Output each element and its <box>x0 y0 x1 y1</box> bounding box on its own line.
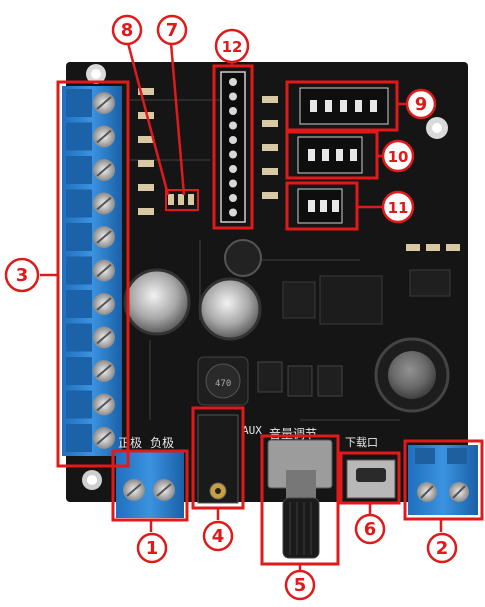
callout-3-label: 3 <box>16 265 29 286</box>
pin-header <box>220 71 246 223</box>
callout-7-label: 7 <box>166 20 179 41</box>
callout-6-label: 6 <box>364 519 377 540</box>
terminal-1 <box>116 452 184 518</box>
audio-jack <box>197 414 239 504</box>
silk-volume: 音量调节 <box>269 426 317 441</box>
callout-9: 9 <box>405 88 437 120</box>
usb-port <box>346 459 396 499</box>
pcb-board <box>66 62 468 502</box>
callout-5: 5 <box>284 569 316 601</box>
callout-4-label: 4 <box>212 526 225 547</box>
callout-1-label: 1 <box>146 538 159 559</box>
callout-7: 7 <box>156 14 188 46</box>
callout-2: 2 <box>426 532 458 564</box>
left-terminal-block <box>62 86 122 456</box>
callout-12-label: 12 <box>222 38 243 56</box>
silk-inductor-value: 470 <box>215 379 231 389</box>
capacitors <box>123 239 450 413</box>
callout-4: 4 <box>202 520 234 552</box>
callout-8-label: 8 <box>121 20 134 41</box>
callout-10-label: 10 <box>388 148 409 166</box>
callout-10: 10 <box>381 139 415 173</box>
callout-3: 3 <box>4 257 40 293</box>
inductor <box>197 356 249 406</box>
silk-negative: 负极 <box>150 436 174 450</box>
callout-5-label: 5 <box>294 575 307 596</box>
callout-2-label: 2 <box>436 538 449 559</box>
callout-11-label: 11 <box>388 199 409 217</box>
connectors <box>297 87 389 224</box>
callout-8: 8 <box>111 14 143 46</box>
callout-6: 6 <box>354 513 386 545</box>
callout-1: 1 <box>136 532 168 564</box>
callout-11: 11 <box>381 190 415 224</box>
silk-download-port: 下载口 <box>345 436 378 449</box>
callout-leaders <box>40 42 443 572</box>
silk-aux: AUX <box>242 424 262 437</box>
ics <box>257 269 451 397</box>
terminal-2 <box>408 445 478 515</box>
potentiometer <box>267 439 333 559</box>
callout-12: 12 <box>214 28 250 64</box>
callout-boxes <box>56 64 484 566</box>
silk-positive: 正极 <box>118 436 142 450</box>
callout-9-label: 9 <box>415 94 428 115</box>
